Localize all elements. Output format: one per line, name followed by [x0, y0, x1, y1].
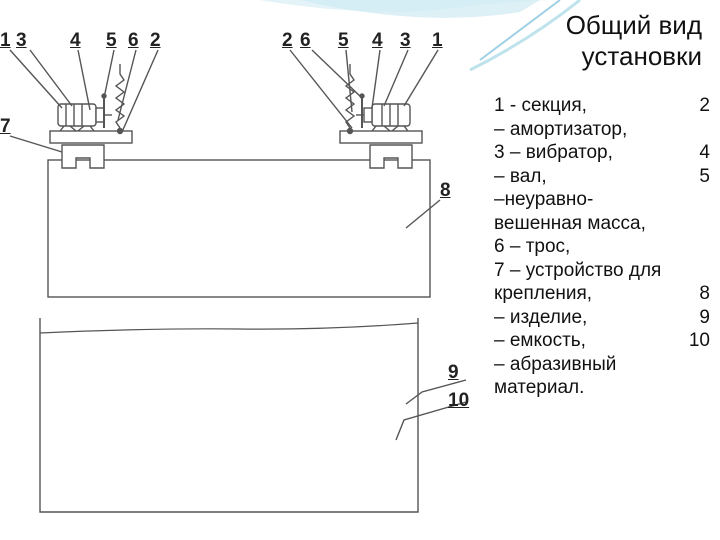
legend-text: крепления, — [494, 283, 593, 304]
legend-line: –неуравно- — [494, 188, 710, 212]
legend-text: 7 – устройство для — [494, 259, 662, 281]
callout-left-3: 3 — [16, 30, 27, 51]
legend-line: – амортизатор, — [494, 118, 710, 142]
callout-left-6: 6 — [128, 30, 139, 51]
callout-right-6: 6 — [300, 30, 311, 51]
slide-title: Общий вид установки — [565, 10, 702, 71]
legend-line: 7 – устройство для — [494, 259, 710, 283]
abrasive-surface — [39, 322, 419, 334]
legend-line: – абразивный — [494, 353, 710, 377]
right-vibrator — [356, 103, 411, 132]
legend-text: вешенная масса, — [494, 212, 646, 234]
legend-number: 8 — [699, 283, 710, 304]
callout-right-1: 1 — [432, 30, 443, 51]
callout-8: 8 — [440, 180, 451, 201]
legend: 1 - секция, 2 – амортизатор,3 – вибратор, 4… — [494, 94, 710, 400]
left-section-beam — [49, 130, 133, 144]
legend-text: – емкость, — [494, 330, 586, 351]
legend-line: – емкость, 10 — [494, 329, 710, 353]
legend-text: – амортизатор, — [494, 118, 628, 140]
legend-text: 6 – трос, — [494, 236, 571, 257]
callout-left-1: 1 — [0, 30, 11, 51]
legend-line: – вал, 5 — [494, 165, 710, 189]
callout-left-2: 2 — [150, 30, 161, 51]
callout-right-4: 4 — [372, 30, 383, 51]
callout-right-2: 2 — [282, 30, 293, 51]
legend-line: крепления, 8 — [494, 282, 710, 306]
legend-line: вешенная масса, — [494, 212, 710, 236]
callout-right-3: 3 — [400, 30, 411, 51]
legend-text: – абразивный — [494, 353, 617, 375]
callout-7: 7 — [0, 116, 11, 137]
legend-text: 3 – вибратор, — [494, 142, 613, 163]
legend-line: 1 - секция, 2 — [494, 94, 710, 118]
callout-left-5: 5 — [106, 30, 117, 51]
legend-number: 5 — [699, 165, 710, 187]
callout-right-5: 5 — [338, 30, 349, 51]
container-walls — [39, 318, 419, 513]
legend-number: 9 — [699, 306, 710, 328]
right-spring — [344, 64, 356, 129]
callout-left-4: 4 — [70, 30, 81, 51]
right-clamp — [369, 144, 413, 169]
callout-10: 10 — [448, 390, 470, 411]
legend-text: 1 - секция, — [494, 95, 587, 116]
left-spring — [114, 64, 126, 129]
legend-line: – изделие, 9 — [494, 306, 710, 330]
callout-9: 9 — [448, 362, 459, 383]
legend-text: – изделие, — [494, 306, 588, 328]
legend-number: 2 — [699, 95, 710, 116]
legend-text: – вал, — [494, 165, 547, 187]
legend-line: материал. — [494, 376, 710, 400]
left-clamp — [61, 144, 105, 169]
legend-text: материал. — [494, 377, 585, 398]
installation-diagram — [9, 49, 467, 513]
legend-text: –неуравно- — [494, 189, 594, 210]
product-panel — [47, 159, 431, 298]
legend-line: 6 – трос, — [494, 235, 710, 259]
legend-number: 4 — [699, 142, 710, 163]
right-section-beam — [339, 130, 423, 144]
legend-line: 3 – вибратор, 4 — [494, 141, 710, 165]
legend-number: 10 — [688, 330, 710, 351]
